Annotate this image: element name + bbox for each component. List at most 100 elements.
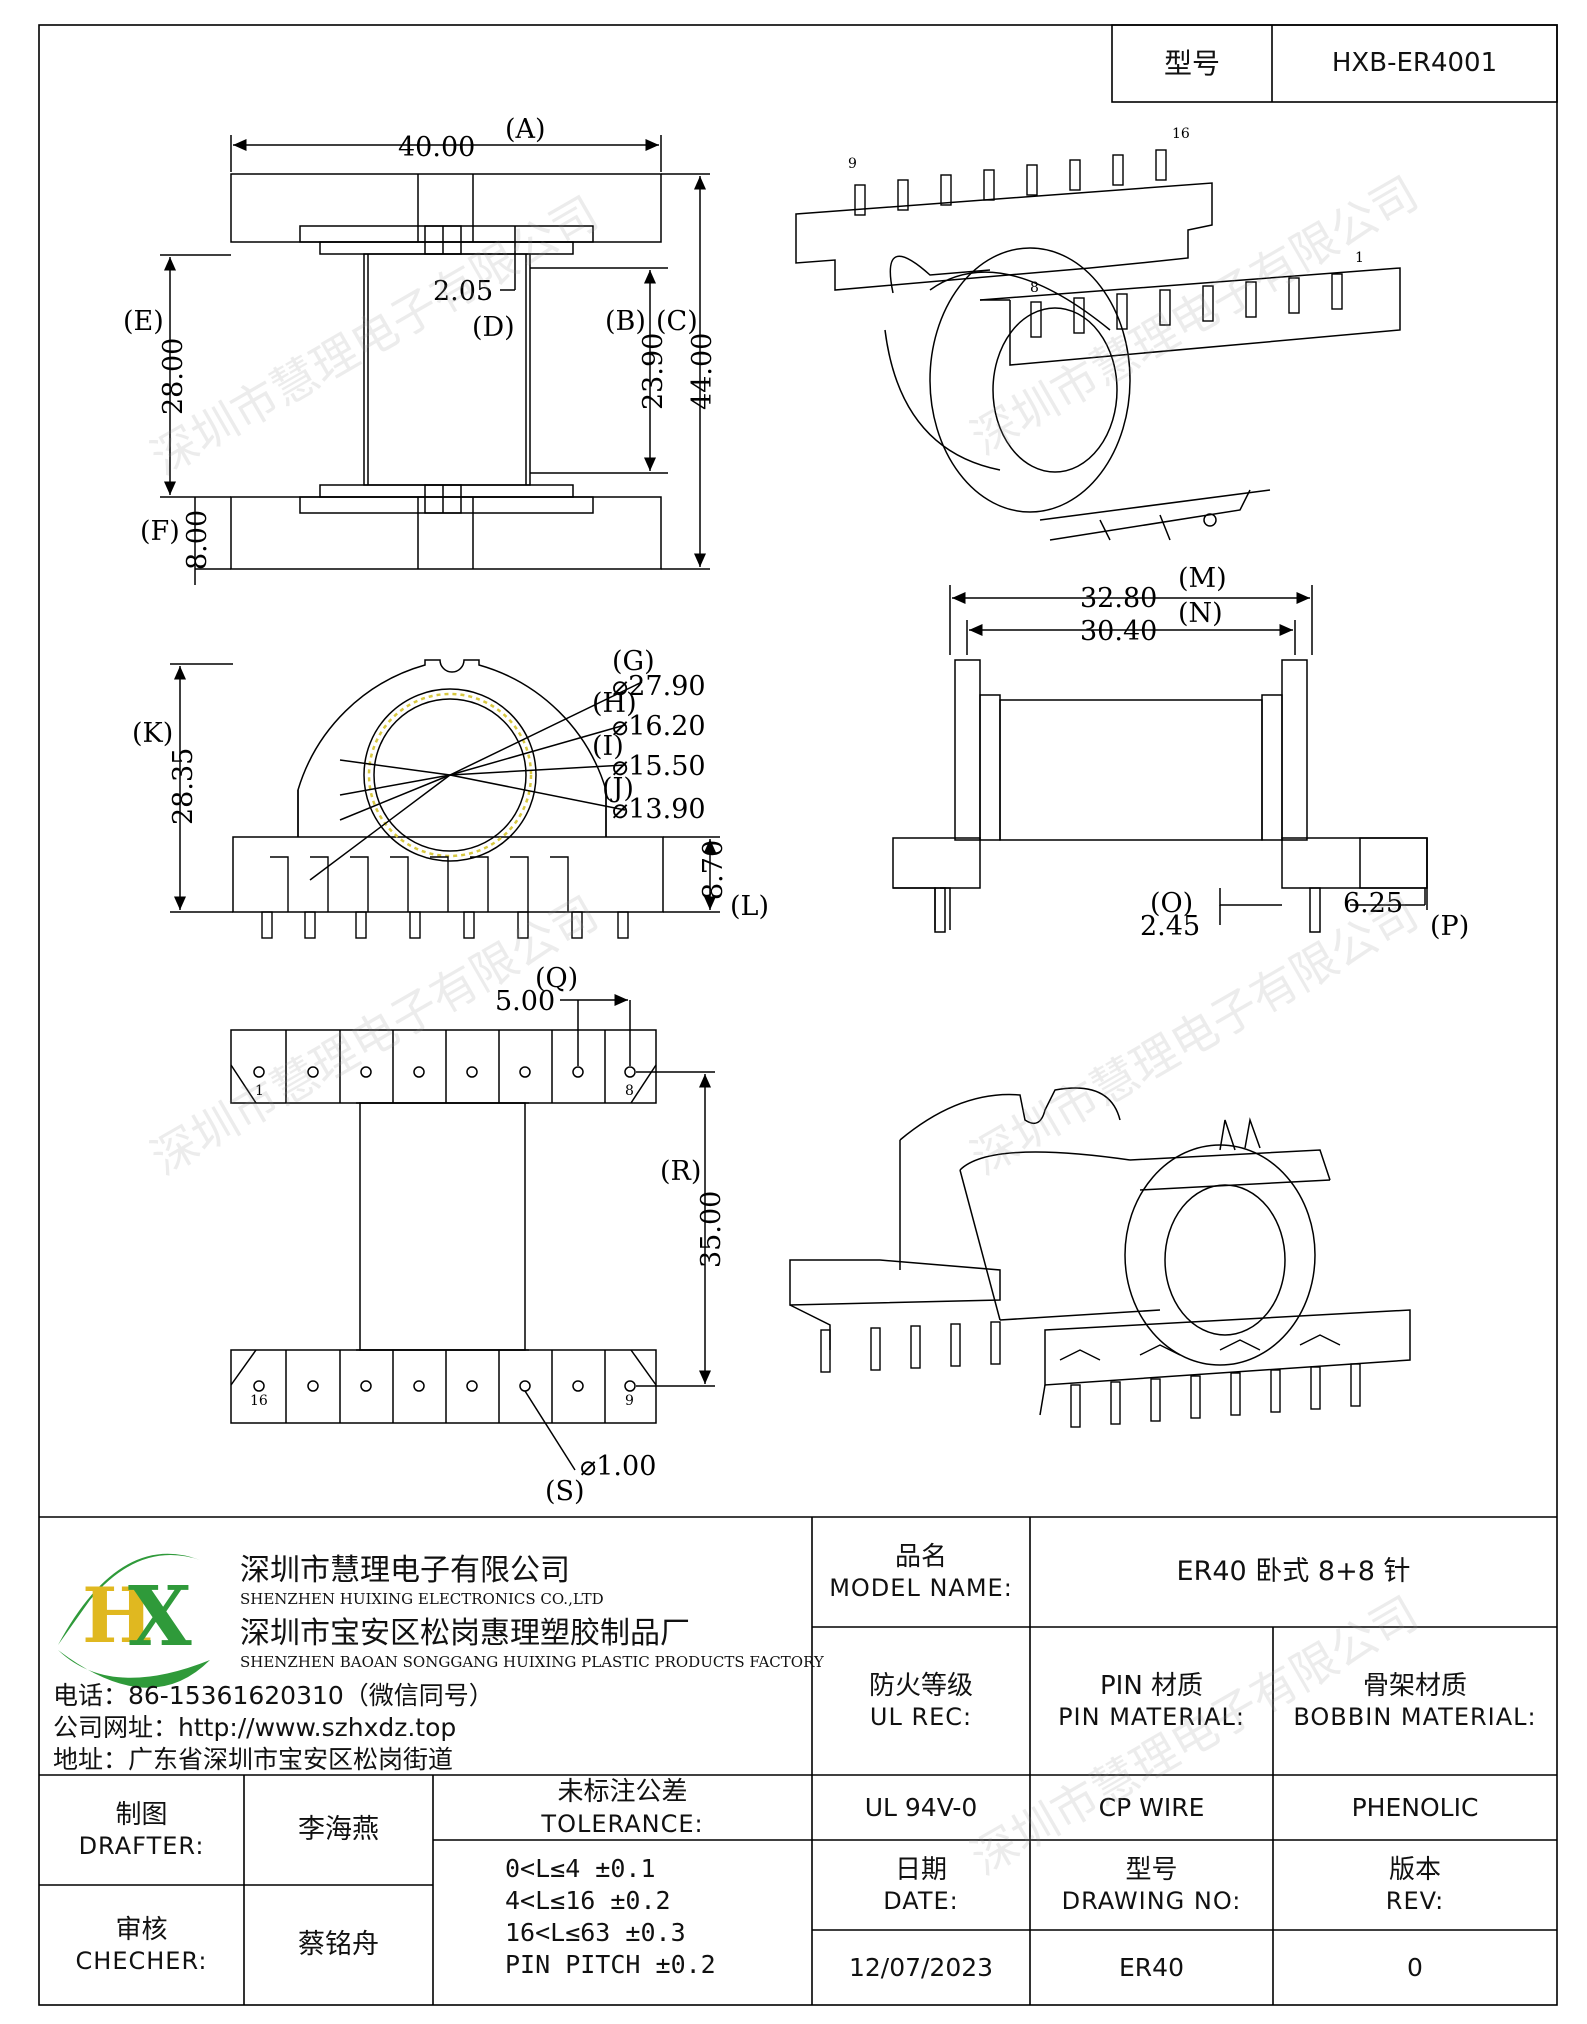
dim-h-value: ⌀16.20 (612, 711, 706, 742)
pin-label-16: 16 (1172, 126, 1190, 142)
pin-label-1: 1 (1355, 250, 1364, 266)
dim-q-value: 5.00 (495, 986, 555, 1017)
dim-r-label: (R) (660, 1156, 701, 1187)
drawing-no-en: DRAWING NO: (1061, 1887, 1242, 1916)
dim-a-label: (A) (505, 114, 546, 145)
drafter-header: 制图 DRAFTER: (39, 1775, 244, 1885)
dim-g-value: ⌀27.90 (612, 671, 706, 702)
dim-m-label: (M) (1178, 563, 1227, 594)
pin-material-en: PIN MATERIAL: (1058, 1703, 1245, 1732)
model-name-header: 品名 MODEL NAME: (812, 1517, 1030, 1627)
drawing-no-value: ER40 (1119, 1952, 1184, 1982)
ul-rec-value: UL 94V-0 (864, 1792, 978, 1822)
logo-h: H (82, 1571, 154, 1660)
dim-f-value: 8.00 (182, 510, 213, 570)
front-view-pins (261, 856, 629, 939)
title-block-grid (39, 1516, 1557, 2005)
tolerance-line: 16<L≤63 ±0.3 (505, 1918, 686, 1947)
date-cn: 日期 (894, 1854, 947, 1885)
dim-g-label: (G) (612, 646, 655, 677)
bottom-view (230, 994, 715, 1471)
tolerance-list: 0<L≤4 ±0.1 4<L≤16 ±0.2 16<L≤63 ±0.3 PIN … (505, 1853, 716, 1981)
dim-i-label: (I) (592, 731, 624, 762)
right-side-view (892, 585, 1428, 933)
tolerance-line: 4<L≤16 ±0.2 (505, 1886, 671, 1915)
dim-e-label: (E) (123, 306, 164, 337)
drawing-no-cn: 型号 (1125, 1854, 1178, 1885)
checker-value: 蔡铭舟 (298, 1929, 379, 1961)
rev-value: 0 (1407, 1952, 1423, 1982)
company-name-en: SHENZHEN HUIXING ELECTRONICS CO.,LTD (240, 1590, 604, 1608)
factory-name-en: SHENZHEN BAOAN SONGGANG HUIXING PLASTIC … (240, 1653, 824, 1671)
date-header: 日期 DATE: (812, 1840, 1030, 1930)
dim-e-value: 28.00 (158, 338, 189, 415)
type-value: HXB-ER4001 (1331, 48, 1498, 79)
bobbin-material-value: PHENOLIC (1351, 1792, 1479, 1822)
dim-s-label: (S) (545, 1476, 585, 1507)
pin-label-8: 8 (1030, 280, 1039, 296)
checker-header: 审核 CHECHER: (39, 1885, 244, 2005)
bobbin-material-header: 骨架材质 BOBBIN MATERIAL: (1273, 1627, 1557, 1775)
factory-name-cn: 深圳市宝安区松岗惠理塑胶制品厂 (240, 1616, 690, 1651)
ul-rec-header: 防火等级 UL REC: (812, 1627, 1030, 1775)
company-address: 地址：广东省深圳市宝安区松岗街道 (53, 1745, 454, 1774)
right-side-view-labels: 32.80 (M) 30.40 (N) (O) 2.45 6.25 (P) (1080, 563, 1469, 942)
tolerance-cn: 未标注公差 (557, 1777, 688, 1808)
dim-l-value: 8.70 (698, 840, 729, 900)
pin-label-b1: 1 (255, 1083, 264, 1099)
tolerance-en: TOLERANCE: (541, 1809, 704, 1838)
dim-j-label: (J) (602, 773, 634, 804)
logo-x: X (128, 1569, 192, 1665)
model-name-en: MODEL NAME: (829, 1574, 1013, 1603)
dim-i-value: ⌀15.50 (612, 751, 706, 782)
isometric-view-top (795, 182, 1401, 541)
pin-label-b16: 16 (250, 1393, 268, 1409)
dim-m-value: 32.80 (1080, 583, 1157, 614)
ul-rec-cn: 防火等级 (868, 1670, 973, 1701)
side-view-top-left (160, 135, 710, 585)
dim-o-value: 2.45 (1140, 911, 1200, 942)
bottom-view-pin-labels: 1 8 16 9 (250, 1083, 634, 1409)
ul-rec-en: UL REC: (869, 1703, 973, 1732)
company-logo: H X (58, 1553, 210, 1688)
rev-en: REV: (1385, 1887, 1445, 1916)
dim-q-label: (Q) (535, 963, 578, 994)
company-name-cn: 深圳市慧理电子有限公司 (240, 1553, 570, 1588)
drafter-en: DRAFTER: (78, 1832, 205, 1861)
isometric-bottom-pins (820, 1321, 1361, 1428)
dim-o-label: (O) (1150, 888, 1193, 919)
rev-cn: 版本 (1388, 1854, 1441, 1885)
dim-h-label: (H) (592, 688, 637, 719)
logo-text: HX (0, 0, 1, 1)
pin-material-value: CP WIRE (1098, 1792, 1205, 1822)
drafter-value: 李海燕 (298, 1814, 379, 1846)
dim-f-label: (F) (140, 516, 180, 547)
pin-material-cn: PIN 材质 (1099, 1670, 1204, 1701)
tolerance-line: 0<L≤4 ±0.1 (505, 1854, 656, 1883)
company-website: 公司网址：http://www.szhxdz.top (53, 1713, 457, 1742)
dim-p-value: 6.25 (1343, 888, 1403, 919)
type-label: 型号 (1163, 47, 1220, 80)
drafter-cn: 制图 (115, 1799, 168, 1830)
dim-b-label: (B) (605, 306, 646, 337)
pin-material-header: PIN 材质 PIN MATERIAL: (1030, 1627, 1273, 1775)
dim-s-value: ⌀1.00 (580, 1451, 656, 1482)
model-name-value: ER40 卧式 8+8 针 (1176, 1556, 1411, 1588)
rev-header: 版本 REV: (1273, 1840, 1557, 1930)
dim-k-value: 28.35 (168, 748, 199, 825)
pin-label-b9: 9 (625, 1393, 634, 1409)
bobbin-material-en: BOBBIN MATERIAL: (1293, 1703, 1537, 1732)
dim-d-value: 2.05 (433, 276, 493, 307)
dim-a-value: 40.00 (398, 132, 475, 163)
company-phone: 电话：86-15361620310（微信同号） (53, 1681, 494, 1710)
dim-l-label: (L) (730, 891, 769, 922)
checker-cn: 审核 (115, 1914, 168, 1945)
pin-label-9: 9 (848, 156, 857, 172)
date-en: DATE: (883, 1887, 959, 1916)
dim-c-value: 44.00 (687, 333, 718, 410)
dim-j-value: ⌀13.90 (612, 794, 706, 825)
dim-n-label: (N) (1178, 598, 1223, 629)
checker-en: CHECHER: (75, 1947, 208, 1976)
isometric-top-pins (854, 149, 1343, 338)
